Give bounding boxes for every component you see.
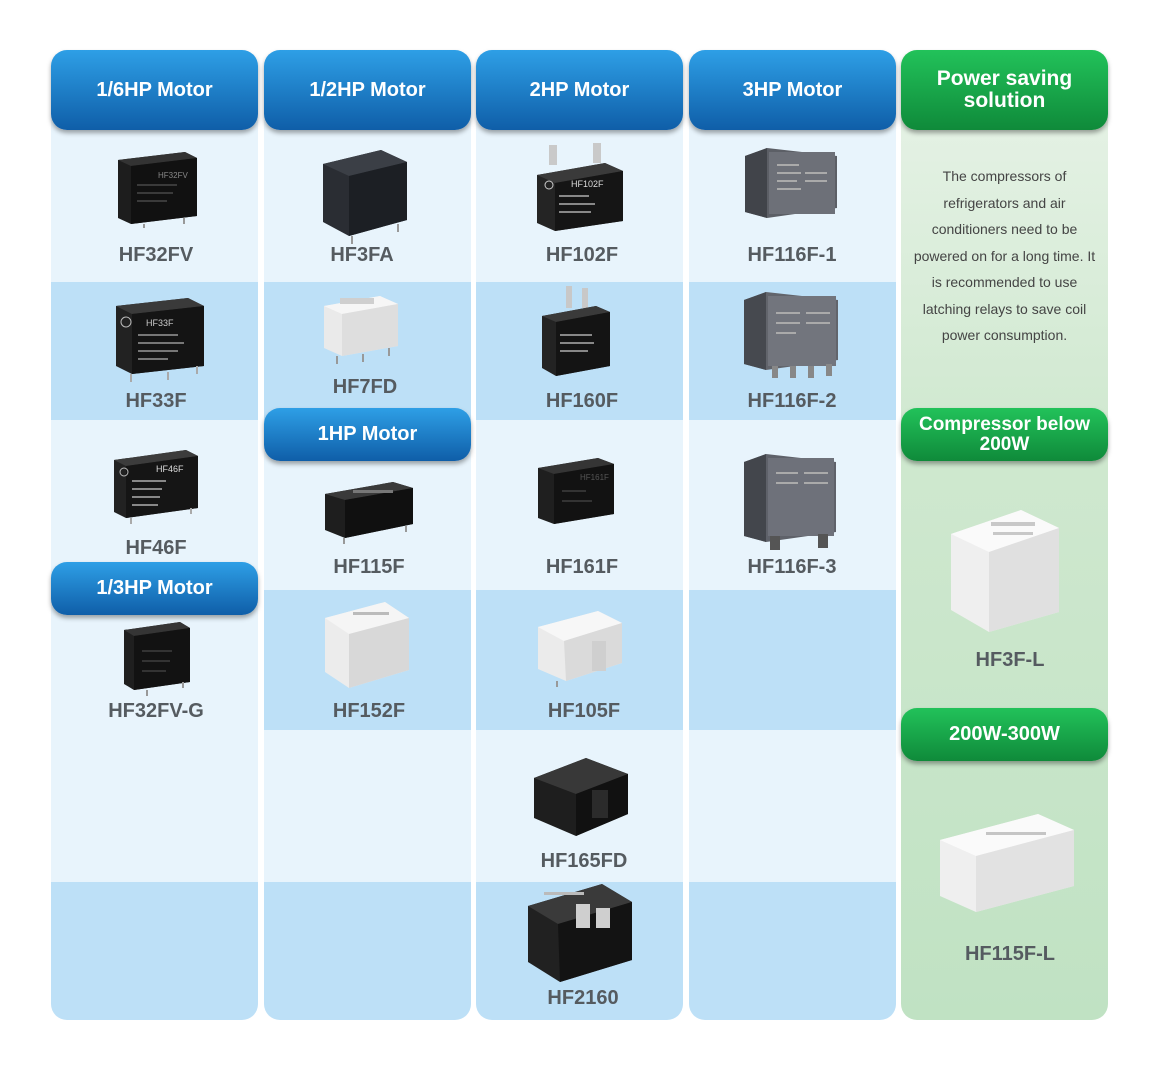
product-label-hf2160: HF2160	[547, 987, 619, 1009]
product-label-hf115f: HF115F	[333, 556, 405, 578]
printed-label: HF161F	[580, 473, 609, 482]
product-label-hf160f: HF160F	[545, 390, 619, 412]
printed-label: HF102F	[571, 179, 604, 189]
header-label: 200W-300W	[949, 723, 1060, 745]
relay-image-hf32fv-g	[120, 620, 194, 696]
header-label: 1/3HP Motor	[96, 577, 213, 599]
relay-image-hf165fd	[530, 752, 632, 840]
product-label-hf115f-l: HF115F-L	[964, 943, 1056, 965]
product-label-hf3fa: HF3FA	[330, 244, 394, 266]
header-3hp-motor: 3HP Motor	[689, 50, 896, 130]
relay-image-hf105f	[536, 607, 624, 689]
header-1-2hp-motor: 1/2HP Motor	[264, 50, 471, 130]
header-power-saving: Power saving solution	[901, 50, 1108, 130]
header-label: 1/6HP Motor	[96, 78, 213, 101]
product-label-hf116f-2: HF116F-2	[747, 390, 837, 412]
product-label-hf165fd: HF165FD	[540, 850, 628, 872]
relay-image-hf7fd	[322, 292, 402, 364]
product-label-hf102f: HF102F	[545, 244, 619, 266]
header-2hp-motor: 2HP Motor	[476, 50, 683, 130]
header-label: 1HP Motor	[317, 423, 418, 445]
header-1-3hp-motor: 1/3HP Motor	[51, 562, 258, 615]
relay-image-hf161f: HF161F	[536, 456, 616, 528]
relay-image-hf46f: HF46F	[110, 446, 200, 526]
product-label-hf7fd: HF7FD	[332, 376, 398, 398]
header-1-6hp-motor: 1/6HP Motor	[51, 50, 258, 130]
relay-image-hf33f: HF33F	[112, 292, 208, 382]
product-label-hf105f: HF105F	[547, 700, 621, 722]
product-label-hf116f-1: HF116F-1	[747, 244, 837, 266]
product-label-hf32fv: HF32FV	[118, 244, 194, 266]
header-label: Power saving solution	[936, 66, 1073, 112]
product-label-hf32fv-g: HF32FV-G	[108, 700, 204, 722]
row-band	[689, 730, 896, 882]
relay-image-hf152f	[323, 600, 411, 692]
power-saving-description: The compressors of refrigerators and air…	[913, 168, 1096, 343]
row-band	[689, 882, 896, 1020]
product-label-hf152f: HF152F	[332, 700, 406, 722]
printed-label: HF32FV	[158, 171, 188, 180]
relay-image-hf115f	[323, 478, 415, 544]
relay-image-hf3fa	[321, 146, 411, 246]
product-label-hf116f-3: HF116F-3	[747, 556, 837, 578]
relay-image-hf3f-l	[947, 508, 1063, 636]
printed-label: HF33F	[146, 318, 174, 328]
header-1hp-motor: 1HP Motor	[264, 408, 471, 461]
header-label: 1/2HP Motor	[309, 78, 426, 101]
row-band	[264, 730, 471, 882]
header-compressor-below-200w: Compressor below 200W	[901, 408, 1108, 461]
product-label-hf46f: HF46F	[125, 537, 187, 559]
row-band	[51, 882, 258, 1020]
relay-image-hf2160	[526, 882, 634, 984]
row-band	[264, 882, 471, 1020]
product-label-hf33f: HF33F	[125, 390, 187, 412]
relay-image-hf160f	[540, 286, 612, 380]
printed-label: HF46F	[156, 464, 184, 474]
product-label-hf161f: HF161F	[545, 556, 619, 578]
row-band	[689, 590, 896, 730]
relay-image-hf116f-3	[742, 452, 838, 554]
relay-image-hf116f-1	[743, 146, 839, 222]
relay-image-hf116f-2	[742, 290, 842, 380]
product-label-hf3f-l: HF3F-L	[975, 649, 1045, 671]
relay-image-hf32fv: HF32FV	[113, 148, 199, 228]
row-band	[51, 730, 258, 882]
relay-image-hf102f: HF102F	[535, 143, 625, 231]
relay-image-hf115f-l	[938, 812, 1078, 916]
header-label: 3HP Motor	[742, 78, 843, 101]
header-200w-300w: 200W-300W	[901, 708, 1108, 761]
header-label: 2HP Motor	[529, 78, 630, 101]
header-label: Compressor below 200W	[918, 413, 1091, 455]
